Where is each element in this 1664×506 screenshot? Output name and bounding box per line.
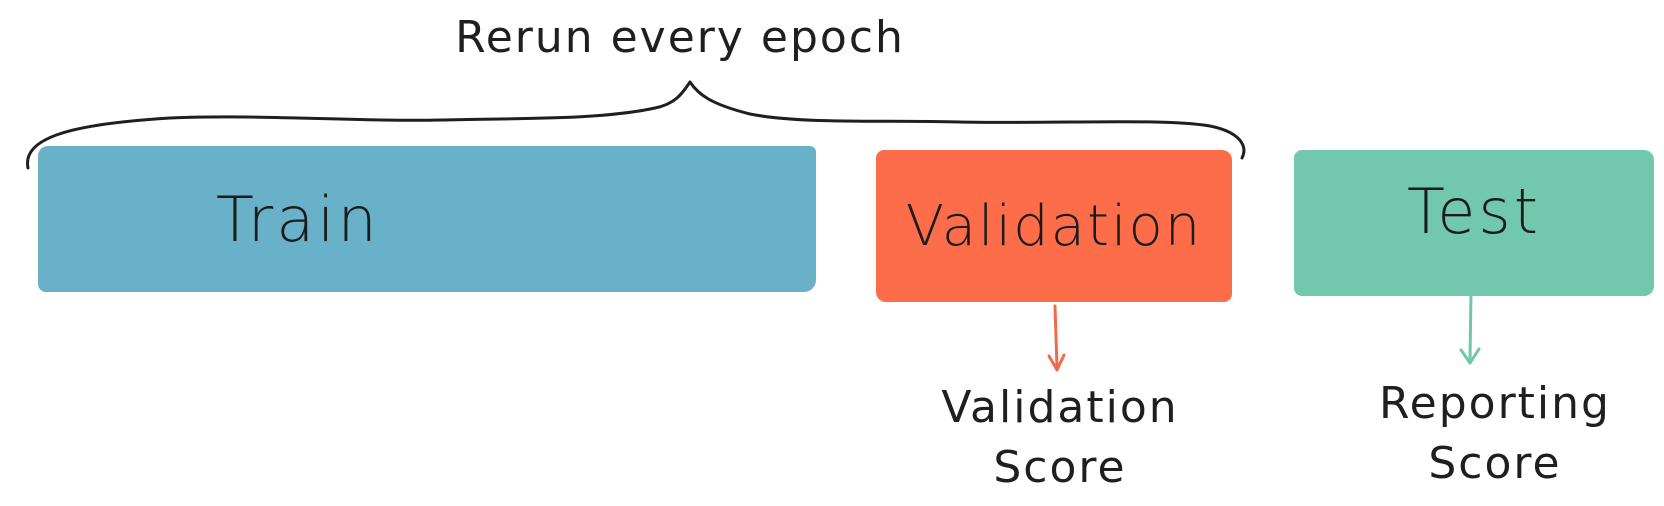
reporting-score-label: Reporting Score [1350, 374, 1640, 494]
test-arrow [1459, 291, 1481, 365]
epoch-brace [26, 80, 1246, 170]
validation-arrow [1047, 304, 1066, 372]
test-label: Test [1406, 174, 1542, 248]
validation-score-label: Validation Score [910, 378, 1210, 498]
validation-score-line1: Validation [941, 382, 1179, 433]
reporting-score-line1: Reporting [1379, 378, 1611, 429]
reporting-score-line2: Score [1428, 438, 1562, 489]
train-label: Train [216, 182, 380, 256]
test-block: Test [1294, 150, 1654, 296]
validation-label: Validation [905, 193, 1203, 259]
train-block: Train [38, 146, 816, 292]
validation-score-line2: Score [993, 442, 1127, 493]
brace-label: Rerun every epoch [455, 12, 905, 63]
validation-block: Validation [876, 150, 1232, 302]
